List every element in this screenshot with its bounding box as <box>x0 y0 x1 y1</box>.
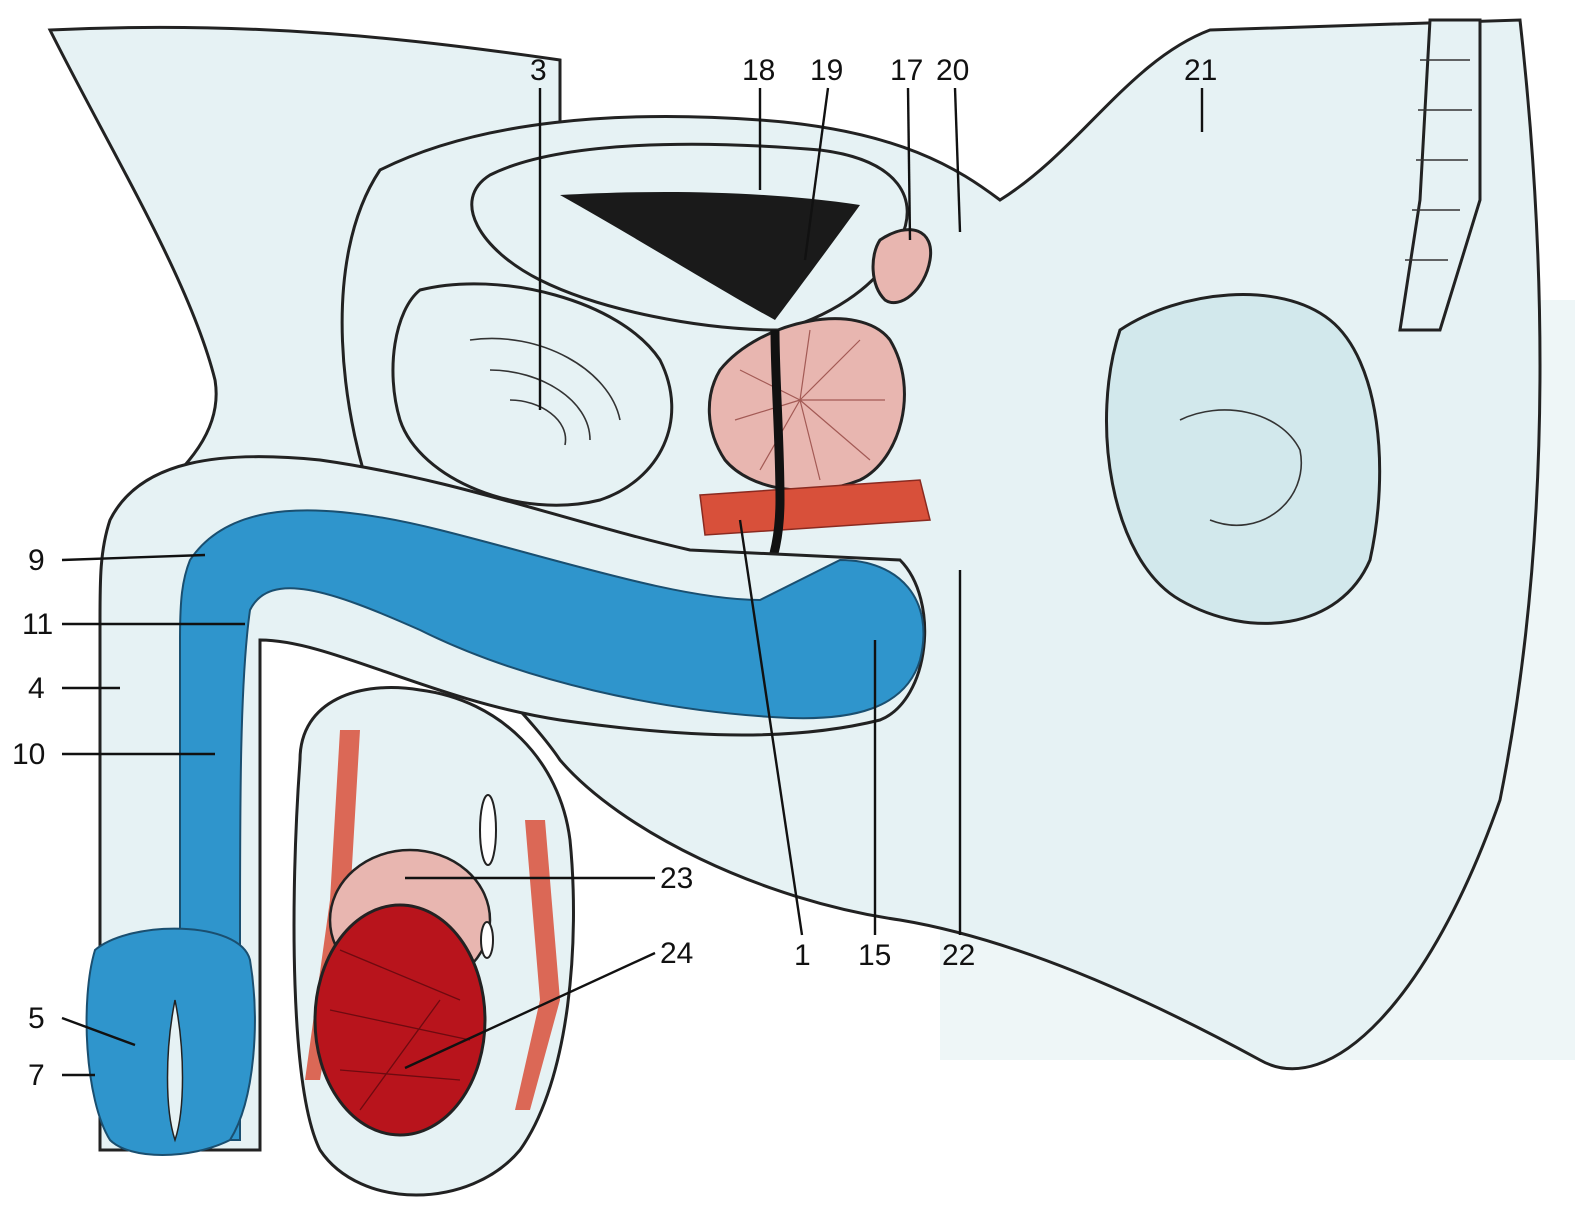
label-17: 17 <box>890 54 923 87</box>
label-24: 24 <box>660 937 693 970</box>
label-15: 15 <box>858 939 891 972</box>
testis <box>315 905 485 1135</box>
label-11: 11 <box>22 608 53 641</box>
label-3: 3 <box>530 54 547 87</box>
label-22: 22 <box>942 939 975 972</box>
spermatic-cord <box>480 795 496 865</box>
label-10: 10 <box>12 738 45 771</box>
label-20: 20 <box>936 54 969 87</box>
label-5: 5 <box>28 1002 45 1035</box>
label-21: 21 <box>1184 54 1217 87</box>
label-1: 1 <box>794 939 811 972</box>
label-19: 19 <box>810 54 843 87</box>
label-18: 18 <box>742 54 775 87</box>
label-4: 4 <box>28 672 45 705</box>
label-9: 9 <box>28 544 45 577</box>
label-7: 7 <box>28 1059 45 1092</box>
spermatic-vessel <box>481 922 493 958</box>
label-23: 23 <box>660 862 693 895</box>
